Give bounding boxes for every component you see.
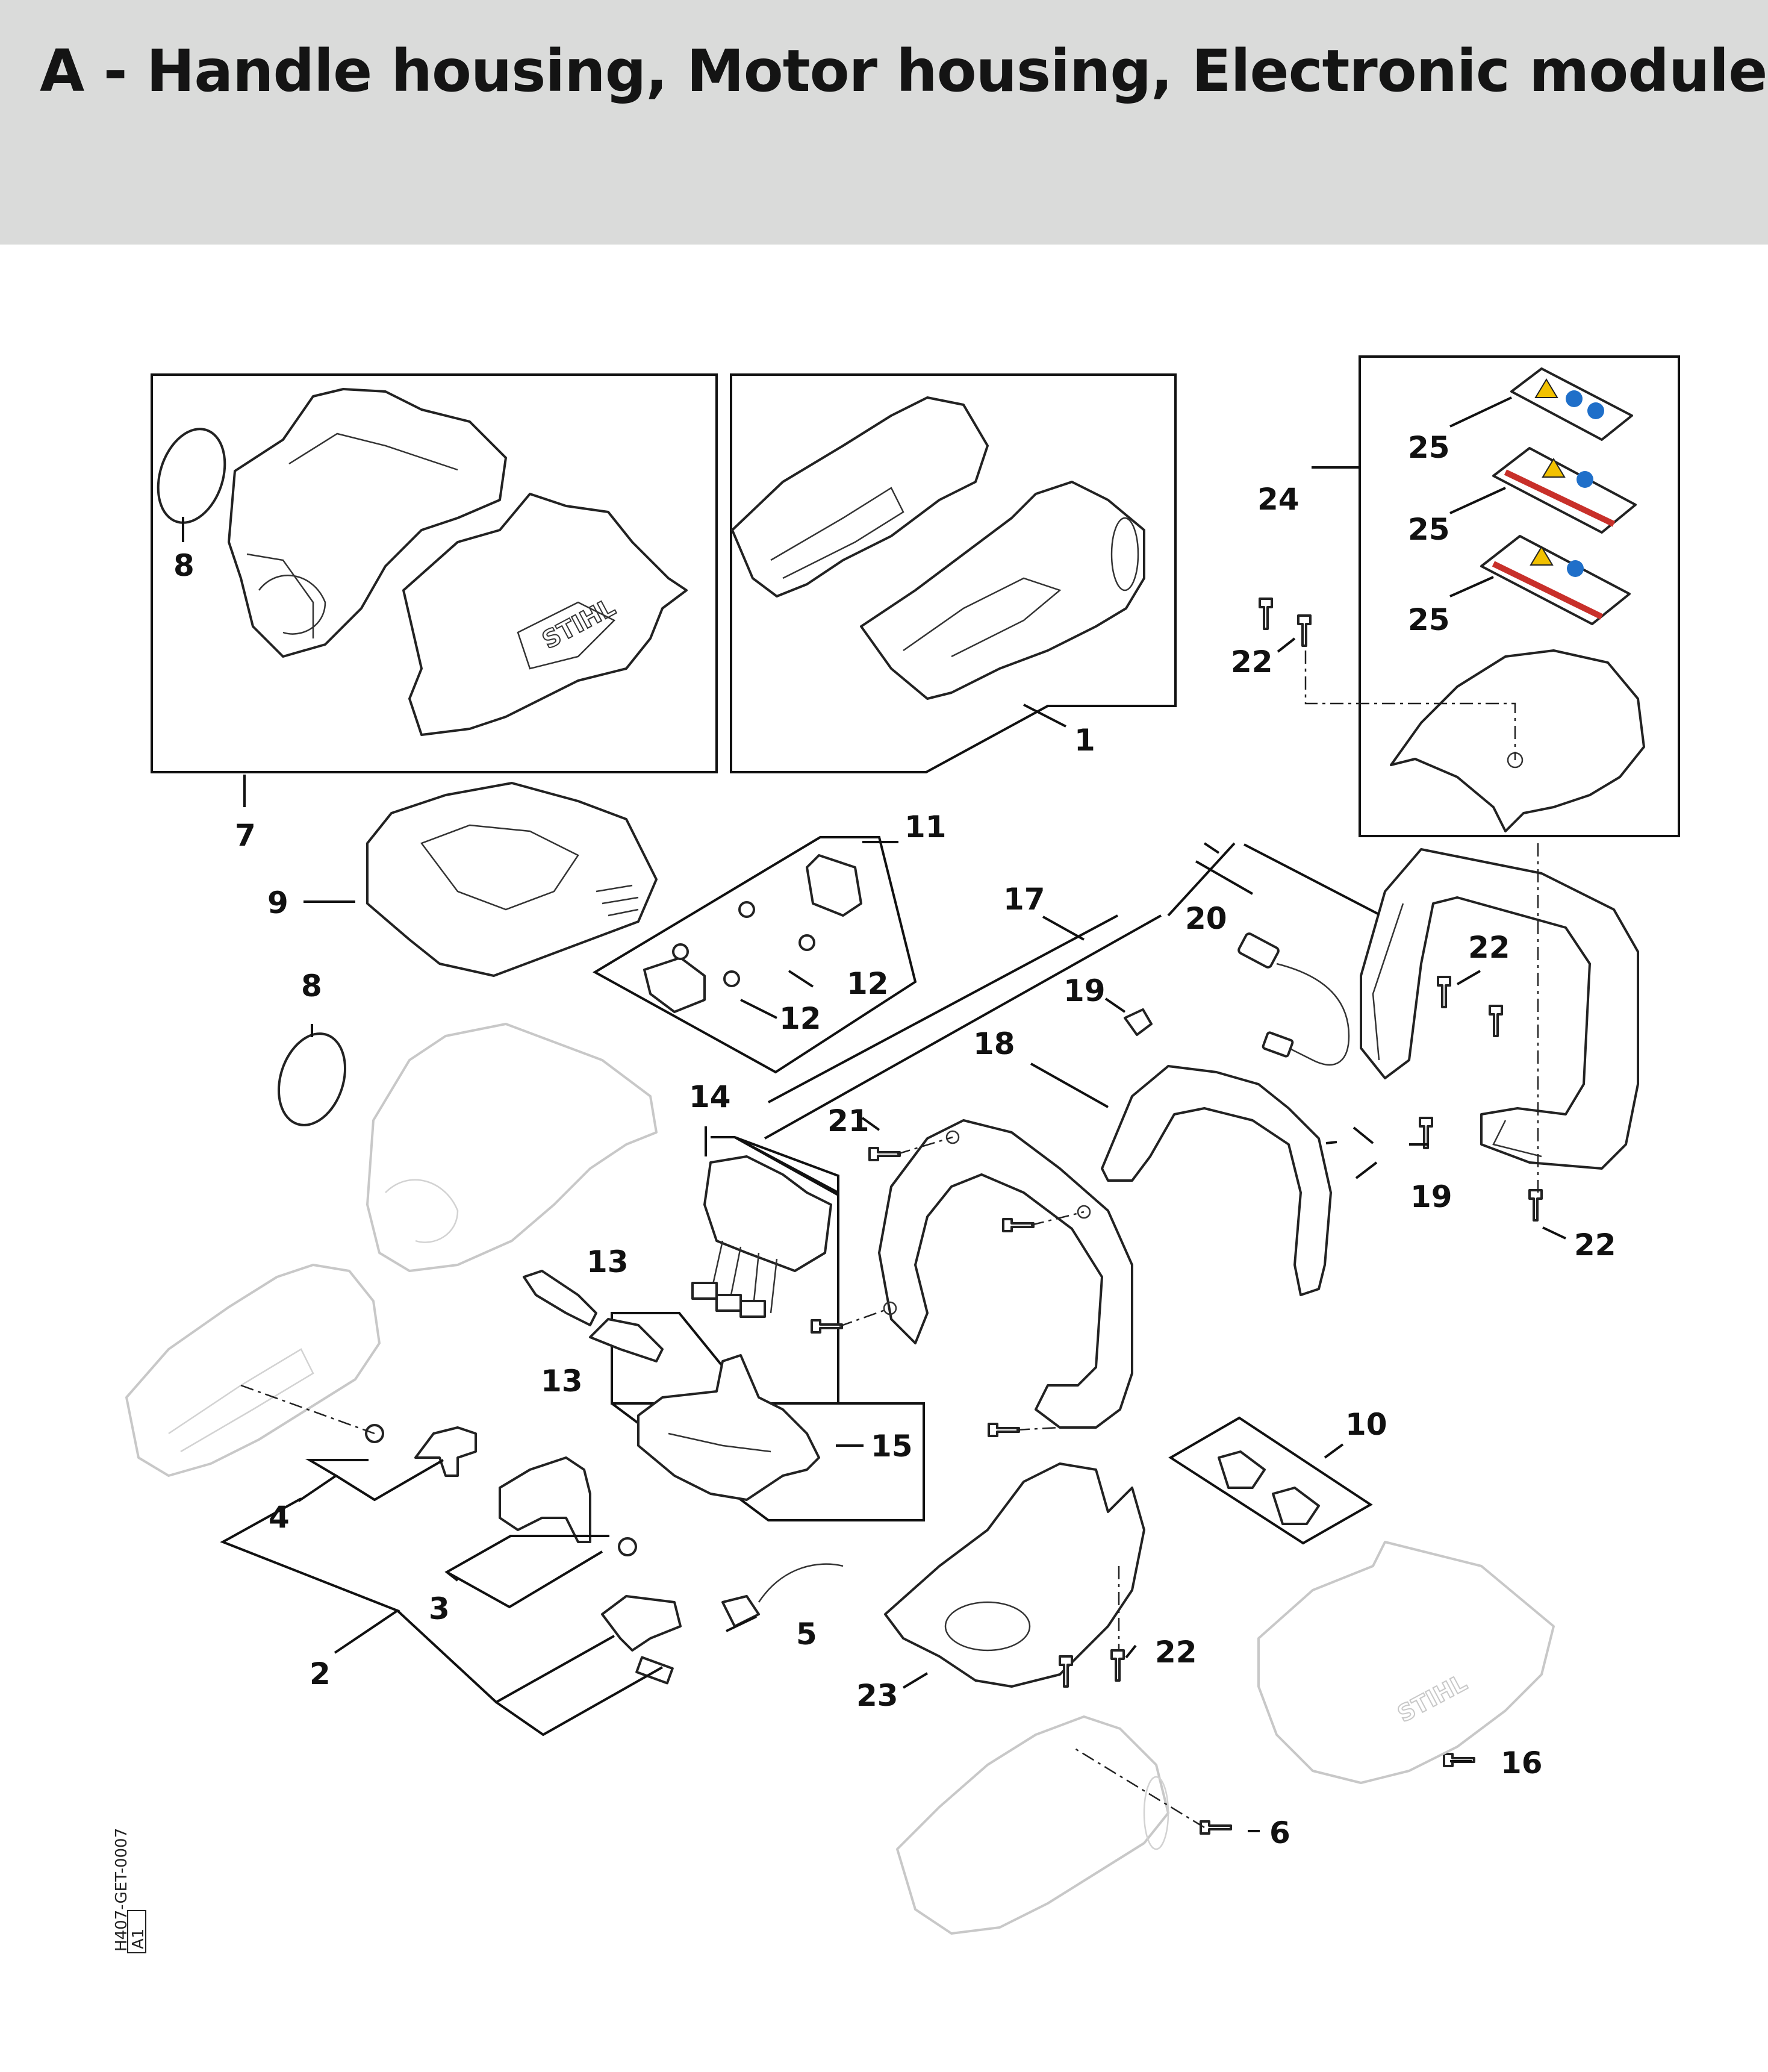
decal-pad-left [1218,1450,1266,1489]
gasket-disc-loose [277,1032,347,1126]
safety-label-top [1510,367,1633,441]
warning-triangle-icon [1542,458,1566,478]
callout-13b: 13 [541,1364,583,1399]
guard-cover [366,782,658,977]
warning-triangle-icon [1534,378,1558,398]
callout-22b: 22 [1468,930,1510,965]
motor-housing-left-half [228,388,507,658]
bow-handle-grip [1101,1065,1332,1296]
callout-13a: 13 [587,1244,629,1279]
grip-inserts [523,1270,664,1362]
safety-label-bottom [1480,535,1631,625]
callout-10: 10 [1345,1407,1387,1442]
protective-equipment-icon [1566,390,1583,407]
assembly-line [240,1384,375,1435]
callout-23: 23 [856,1678,898,1713]
callout-1: 1 [1074,723,1095,758]
callout-2: 2 [310,1656,331,1691]
screws [811,598,1543,1835]
callout-18: 18 [973,1026,1015,1061]
drawing-reference: H407-GET-0007 A1 [113,1828,148,1953]
ghost-handle-housing-lower [896,1715,1169,1935]
top-cover [1390,649,1645,832]
callout-22d: 22 [1155,1635,1197,1670]
cable-harness [1124,932,1350,1066]
electronic-module [691,1155,832,1318]
front-handle-frame [1360,848,1639,1170]
callout-22c: 22 [1574,1228,1616,1262]
box-decal-pads [1168,1416,1373,1545]
callout-21: 21 [827,1103,870,1138]
callout-25b: 25 [1408,512,1450,547]
warning-triangle-icon [1530,546,1554,566]
callout-4: 4 [269,1500,290,1535]
main-handle-bar [878,1119,1133,1429]
gasket-disc-top [157,428,226,524]
protective-equipment-icon [1587,402,1604,419]
callout-19a: 19 [1063,973,1106,1008]
callout-8a: 8 [173,548,195,583]
callout-25a: 25 [1408,430,1450,465]
assembly-line [1304,651,1516,760]
callout-5: 5 [796,1617,817,1652]
callout-25c: 25 [1408,602,1450,637]
ghost-motor-housing [366,1023,658,1272]
page-title: A - Handle housing, Motor housing, Elect… [40,37,1767,105]
battery-holder [637,1354,820,1501]
callout-3: 3 [429,1591,450,1626]
ghost-handle-housing [125,1264,381,1477]
drawing-revision: A1 [129,1929,148,1949]
callout-16: 16 [1501,1746,1543,1780]
callout-19b: 19 [1410,1179,1452,1214]
callout-numbers: 1 2 3 4 5 6 7 8 8 9 10 11 12 12 13 13 14… [173,430,1616,1850]
leader-lines [182,396,1566,1832]
callout-9: 9 [267,885,288,920]
safety-label-middle [1492,447,1637,534]
protective-equipment-icon [1567,560,1584,577]
callout-12a: 12 [847,966,889,1001]
assembly-line [839,1136,1085,1431]
page-header: A - Handle housing, Motor housing, Elect… [0,0,1768,245]
bracket-lines [220,1459,663,1737]
switch-lever-parts [643,854,862,1013]
callout-20: 20 [1185,901,1227,936]
motor-housing-right-half: STIHL [402,493,688,736]
ghost-motor-housing-lower: STIHL [1257,1541,1555,1784]
callout-22a: 22 [1231,644,1273,679]
callout-6: 6 [1269,1815,1290,1850]
box-motor-housing-set [151,373,718,773]
lower-housing-shell [884,1462,1145,1688]
callout-17: 17 [1003,882,1045,917]
callout-7: 7 [235,818,256,853]
box-handle-housing [730,373,1177,773]
handle-housing-halves [731,396,1145,700]
callout-15: 15 [871,1429,913,1464]
decal-pad-right [1272,1487,1320,1525]
box-switch-kit [592,836,917,1074]
trigger-parts [365,1424,844,1685]
box-cover-set [1359,355,1680,837]
callout-24: 24 [1257,482,1300,517]
callout-8b: 8 [301,969,322,1003]
callout-14: 14 [689,1079,731,1114]
protective-equipment-icon [1577,471,1593,488]
callout-12b: 12 [779,1001,821,1036]
callout-11: 11 [904,810,947,844]
